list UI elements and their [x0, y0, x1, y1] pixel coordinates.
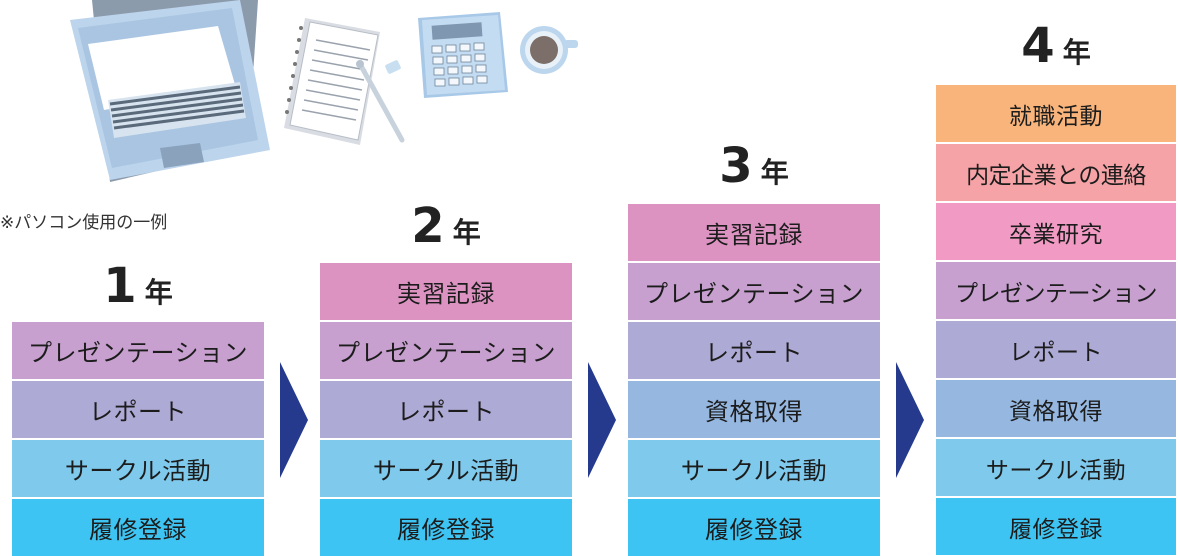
year-unit: 年: [760, 156, 789, 189]
eraser-icon: [385, 60, 401, 74]
list-item: レポート: [320, 381, 572, 438]
year-4-column: 就職活動 内定企業との連絡 卒業研究 プレゼンテーション レポート 資格取得 サ…: [936, 85, 1176, 555]
list-item: 実習記録: [628, 204, 880, 261]
year-unit: 年: [144, 276, 173, 309]
year-1-column: プレゼンテーション レポート サークル活動 履修登録: [12, 322, 264, 556]
list-item: 資格取得: [936, 380, 1176, 437]
list-item: レポート: [936, 321, 1176, 378]
list-item: 履修登録: [320, 499, 572, 556]
calculator-icon: [418, 12, 508, 98]
list-item: プレゼンテーション: [936, 262, 1176, 319]
laptop-icon: [70, 0, 270, 182]
arrow-right-icon: [588, 362, 616, 478]
arrow-right-icon: [280, 362, 308, 478]
year-unit: 年: [452, 216, 481, 249]
list-item: レポート: [628, 322, 880, 379]
list-item: レポート: [12, 381, 264, 438]
year-2-column: 実習記録 プレゼンテーション レポート サークル活動 履修登録: [320, 263, 572, 556]
year-title-4: 4 年: [936, 22, 1176, 70]
year-3-column: 実習記録 プレゼンテーション レポート 資格取得 サークル活動 履修登録: [628, 204, 880, 556]
year-title-3: 3 年: [628, 142, 880, 190]
pen-icon: [356, 60, 405, 143]
coffee-cup-icon: [520, 26, 578, 74]
list-item: プレゼンテーション: [320, 322, 572, 379]
list-item: サークル活動: [936, 439, 1176, 496]
list-item: 履修登録: [12, 499, 264, 556]
year-title-1: 1 年: [12, 262, 264, 310]
list-item: 履修登録: [628, 499, 880, 556]
year-unit: 年: [1062, 36, 1091, 69]
list-item: プレゼンテーション: [12, 322, 264, 379]
year-number: 3: [719, 138, 753, 194]
list-item: 内定企業との連絡: [936, 144, 1176, 201]
year-title-2: 2 年: [320, 202, 572, 250]
arrow-right-icon: [896, 362, 924, 478]
desk-illustration: [70, 0, 578, 182]
year-number: 2: [411, 198, 445, 254]
list-item: サークル活動: [628, 440, 880, 497]
list-item: 資格取得: [628, 381, 880, 438]
list-item: 履修登録: [936, 498, 1176, 555]
list-item: サークル活動: [12, 440, 264, 497]
list-item: プレゼンテーション: [628, 263, 880, 320]
usage-note: ※パソコン使用の一例: [0, 213, 168, 233]
list-item: 卒業研究: [936, 203, 1176, 260]
list-item: 実習記録: [320, 263, 572, 320]
year-number: 1: [103, 258, 137, 314]
year-number: 4: [1021, 18, 1055, 74]
notebook-icon: [284, 18, 380, 145]
list-item: 就職活動: [936, 85, 1176, 142]
list-item: サークル活動: [320, 440, 572, 497]
